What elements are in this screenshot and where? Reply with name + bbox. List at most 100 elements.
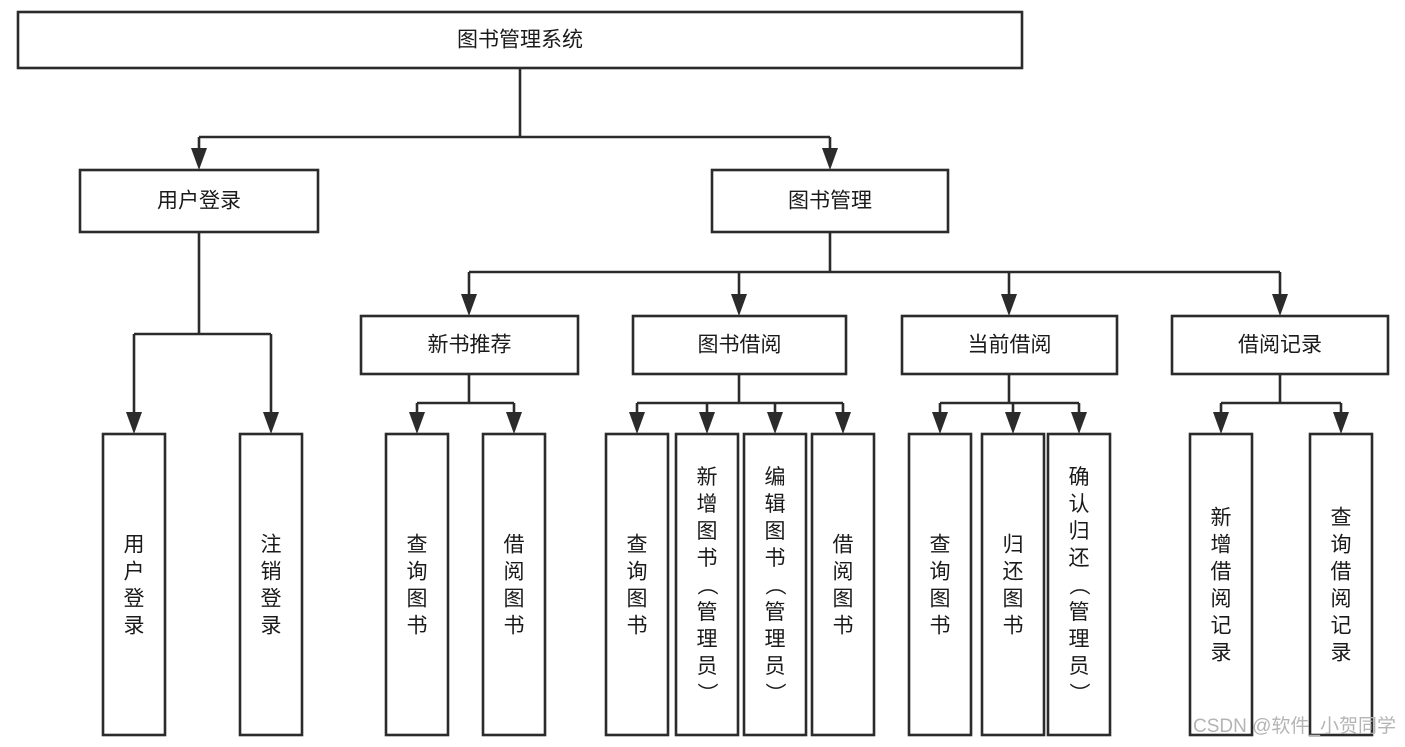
node-box-用户登录 xyxy=(101,432,167,737)
node-box-归还图书 xyxy=(980,432,1046,737)
node-label-char: 询 xyxy=(627,561,648,584)
connector-arrowhead xyxy=(767,412,783,434)
node-图书管理系统[interactable]: 图书管理系统 xyxy=(16,10,1024,70)
node-box-查询图书 xyxy=(907,432,973,737)
node-新书推荐[interactable]: 新书推荐 xyxy=(359,314,580,376)
node-label-char: 管 xyxy=(765,601,786,624)
node-label-char: 书 xyxy=(930,615,951,638)
csdn-watermark: CSDN @软件_小贺同学 xyxy=(1193,715,1396,737)
node-label-char: （ xyxy=(695,575,718,596)
connector-arrowhead xyxy=(1071,412,1087,434)
node-box-借阅图书 xyxy=(810,432,876,737)
connector-arrowhead xyxy=(263,412,279,434)
node-图书借阅[interactable]: 图书借阅 xyxy=(631,314,848,376)
node-当前借阅[interactable]: 当前借阅 xyxy=(900,314,1119,376)
node-box-编辑图书管理员 xyxy=(742,432,808,737)
node-label-char: 增 xyxy=(697,493,718,516)
node-label: 新书推荐 xyxy=(428,334,512,357)
node-label-char: 理 xyxy=(1069,628,1090,651)
node-label-char: 员 xyxy=(697,655,718,678)
node-box-借阅记录 xyxy=(1170,314,1390,376)
node-label-char: 辑 xyxy=(765,493,786,516)
node-label-char: 归 xyxy=(1069,520,1090,543)
node-图书管理[interactable]: 图书管理 xyxy=(710,168,950,234)
node-box-当前借阅 xyxy=(900,314,1119,376)
node-label-char: 归 xyxy=(1003,534,1024,557)
node-label-char: 书 xyxy=(407,615,428,638)
node-label-char: 书 xyxy=(697,547,718,570)
node-label-char: 注 xyxy=(261,534,282,557)
node-label: 借阅记录 xyxy=(1238,334,1322,357)
node-box-注销登录 xyxy=(238,432,304,737)
node-label-char: 记 xyxy=(1331,615,1352,638)
node-box-图书管理系统 xyxy=(16,10,1024,70)
node-label-char: 书 xyxy=(765,547,786,570)
connector-arrowhead xyxy=(506,412,522,434)
node-label-char: 阅 xyxy=(504,561,525,584)
node-label-char: 员 xyxy=(765,655,786,678)
connector-arrowhead xyxy=(1001,294,1017,316)
node-box-新书推荐 xyxy=(359,314,580,376)
node-box-查询借阅记录 xyxy=(1308,432,1374,737)
node-借阅记录[interactable]: 借阅记录 xyxy=(1170,314,1390,376)
node-label-char: 认 xyxy=(1069,493,1090,516)
node-box-用户登录 xyxy=(78,168,320,234)
node-box-查询图书 xyxy=(604,432,670,737)
node-label-char: 查 xyxy=(627,534,648,557)
node-label-char: 询 xyxy=(1331,534,1352,557)
node-用户登录[interactable]: 用户登录 xyxy=(78,168,320,234)
node-label-char: 编 xyxy=(765,466,786,489)
node-label-char: ） xyxy=(695,683,718,704)
node-label: 图书管理系统 xyxy=(457,29,583,52)
node-label-char: 新 xyxy=(697,466,718,489)
node-用户登录[interactable]: 用户登录 xyxy=(101,432,167,737)
connector-arrowhead xyxy=(629,412,645,434)
node-label-char: 户 xyxy=(124,561,145,584)
node-label-char: 理 xyxy=(765,628,786,651)
node-label: 当前借阅 xyxy=(968,334,1052,357)
node-box-图书借阅 xyxy=(631,314,848,376)
node-label-char: 阅 xyxy=(1331,588,1352,611)
node-label-char: 查 xyxy=(407,534,428,557)
node-label-char: 增 xyxy=(1211,534,1232,557)
node-label-char: 图 xyxy=(504,588,525,611)
node-label-char: 阅 xyxy=(833,561,854,584)
connector-arrowhead xyxy=(1213,412,1229,434)
connector-layer xyxy=(126,68,1349,434)
connector-arrowhead xyxy=(1005,412,1021,434)
node-label-char: 书 xyxy=(833,615,854,638)
node-label-char: ） xyxy=(763,683,786,704)
node-label-char: 书 xyxy=(1003,615,1024,638)
node-label-char: 录 xyxy=(124,615,145,638)
node-label-char: 图 xyxy=(833,588,854,611)
node-box-查询图书 xyxy=(384,432,450,737)
node-label-char: ） xyxy=(1067,683,1090,704)
node-box-确认归还管理员 xyxy=(1046,432,1112,737)
node-box-图书管理 xyxy=(710,168,950,234)
node-label-char: 理 xyxy=(697,628,718,651)
node-box-新增图书管理员 xyxy=(674,432,740,737)
node-label-char: 借 xyxy=(504,534,525,557)
node-label-char: 管 xyxy=(1069,601,1090,624)
node-label-char: 用 xyxy=(124,534,145,557)
node-label-char: 还 xyxy=(1003,561,1024,584)
node-box-借阅图书 xyxy=(481,432,547,737)
node-label-char: 图 xyxy=(930,588,951,611)
connector-arrowhead xyxy=(822,148,838,170)
node-label: 图书借阅 xyxy=(698,334,782,357)
connector-arrowhead xyxy=(1333,412,1349,434)
node-label-char: 查 xyxy=(930,534,951,557)
node-label-char: 书 xyxy=(627,615,648,638)
